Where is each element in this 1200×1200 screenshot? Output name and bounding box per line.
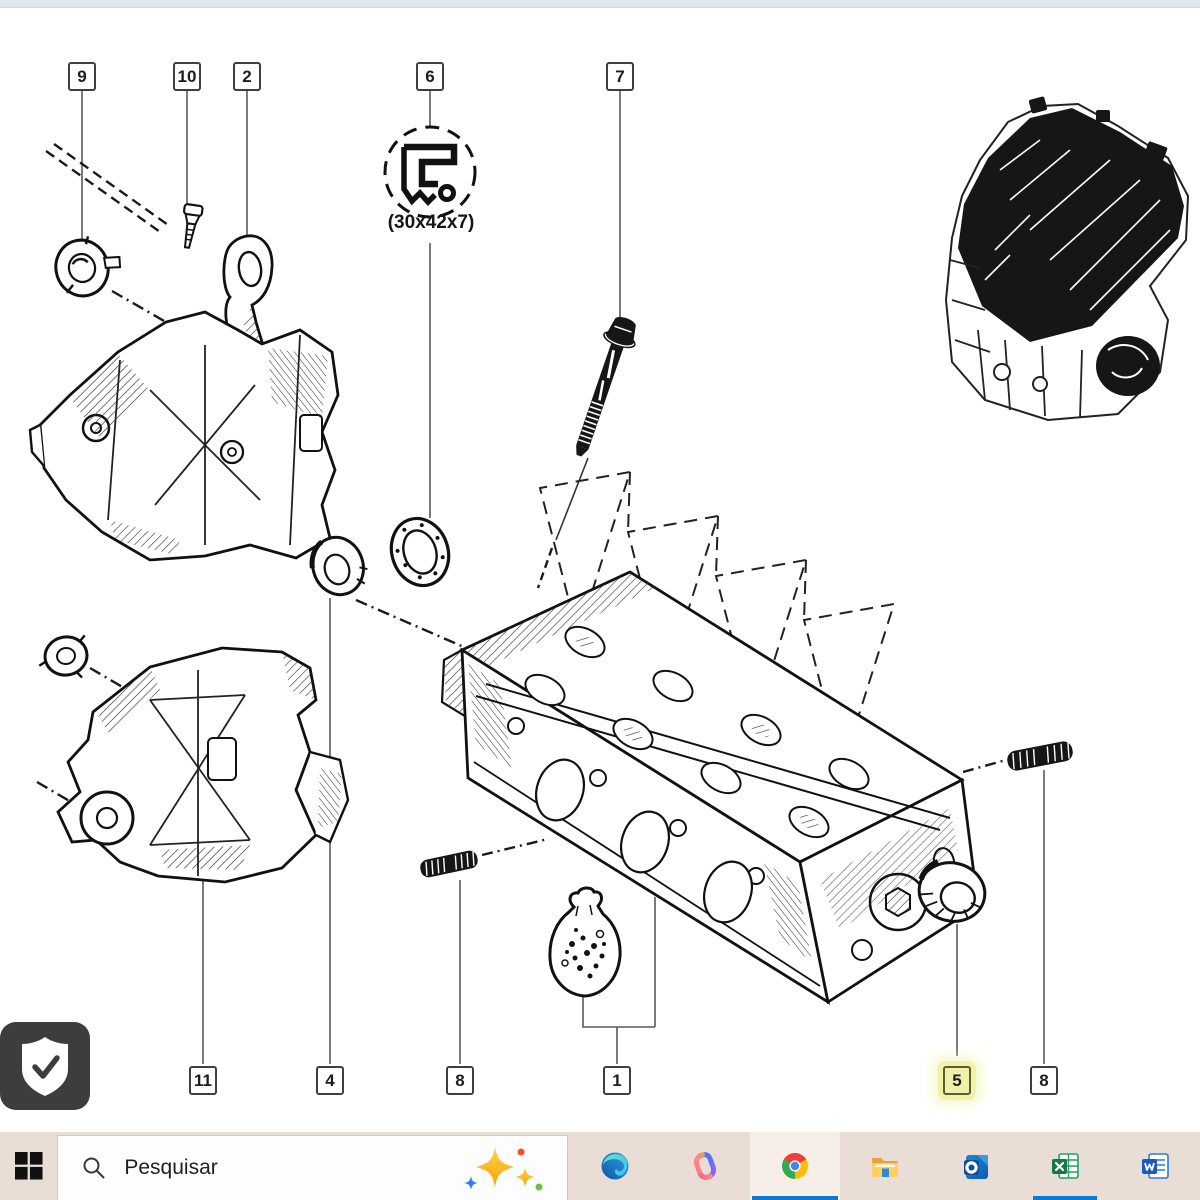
part-seal-ring xyxy=(389,516,451,588)
part-stud-right xyxy=(1007,741,1073,771)
part-engine-mount-assembly xyxy=(28,203,340,562)
taskbar-outlook[interactable] xyxy=(930,1132,1020,1200)
callout-6[interactable]: 6 xyxy=(416,62,444,91)
file-explorer-icon xyxy=(872,1158,898,1177)
taskbar-file-explorer[interactable] xyxy=(840,1132,930,1200)
shield-check-icon xyxy=(22,1037,68,1096)
search-placeholder: Pesquisar xyxy=(124,1156,218,1179)
callout-1[interactable]: 1 xyxy=(603,1066,631,1095)
outlook-icon xyxy=(964,1155,988,1179)
part-bushing xyxy=(309,535,368,597)
browser-top-strip xyxy=(0,0,1200,8)
copilot-icon xyxy=(693,1152,717,1180)
callout-4[interactable]: 4 xyxy=(316,1066,344,1095)
excel-icon xyxy=(1052,1153,1079,1179)
taskbar-word[interactable] xyxy=(1110,1132,1200,1200)
part-bearing-seal xyxy=(917,859,987,923)
part-lower-bracket xyxy=(38,634,350,884)
seal-cross-section-icon xyxy=(383,125,477,219)
callout-8-left[interactable]: 8 xyxy=(446,1066,474,1095)
valve-schematic-dashes xyxy=(538,470,896,769)
windows-logo-icon xyxy=(14,1152,43,1180)
leader-lines xyxy=(81,90,1045,1064)
callout-11[interactable]: 11 xyxy=(189,1066,217,1095)
part-cylinder-head xyxy=(440,570,980,1005)
chrome-icon xyxy=(781,1152,809,1179)
callout-5-highlighted[interactable]: 5 xyxy=(943,1066,971,1095)
edge-icon xyxy=(601,1152,629,1180)
open-app-indicator xyxy=(752,1196,838,1200)
engine-thumbnail xyxy=(944,96,1190,422)
dashed-leaders xyxy=(36,143,1007,857)
seal-dimension-label: (30x42x7) xyxy=(387,212,475,233)
part-hardware-bag xyxy=(548,886,622,998)
taskbar-chrome[interactable] xyxy=(750,1132,840,1200)
callout-9[interactable]: 9 xyxy=(68,62,96,91)
taskbar-excel[interactable] xyxy=(1020,1132,1110,1200)
copilot-sparkles-icon xyxy=(435,1143,553,1193)
part-head-bolt xyxy=(576,316,636,457)
security-shield-button[interactable] xyxy=(0,1022,90,1110)
word-icon xyxy=(1142,1153,1169,1179)
taskbar-copilot[interactable] xyxy=(660,1132,750,1200)
callout-7[interactable]: 7 xyxy=(606,62,634,91)
windows-taskbar: Pesquisar xyxy=(0,1132,1200,1200)
search-icon xyxy=(82,1156,106,1180)
part-stud-left xyxy=(420,850,478,878)
callout-10[interactable]: 10 xyxy=(173,62,201,91)
start-button[interactable] xyxy=(0,1132,57,1200)
parts-diagram-artwork xyxy=(28,90,1190,1064)
open-app-indicator xyxy=(1033,1196,1097,1200)
callout-8-right[interactable]: 8 xyxy=(1030,1066,1058,1095)
taskbar-edge[interactable] xyxy=(570,1132,660,1200)
taskbar-search[interactable]: Pesquisar xyxy=(57,1135,568,1200)
callout-2[interactable]: 2 xyxy=(233,62,261,91)
taskbar-apps xyxy=(570,1132,1200,1200)
